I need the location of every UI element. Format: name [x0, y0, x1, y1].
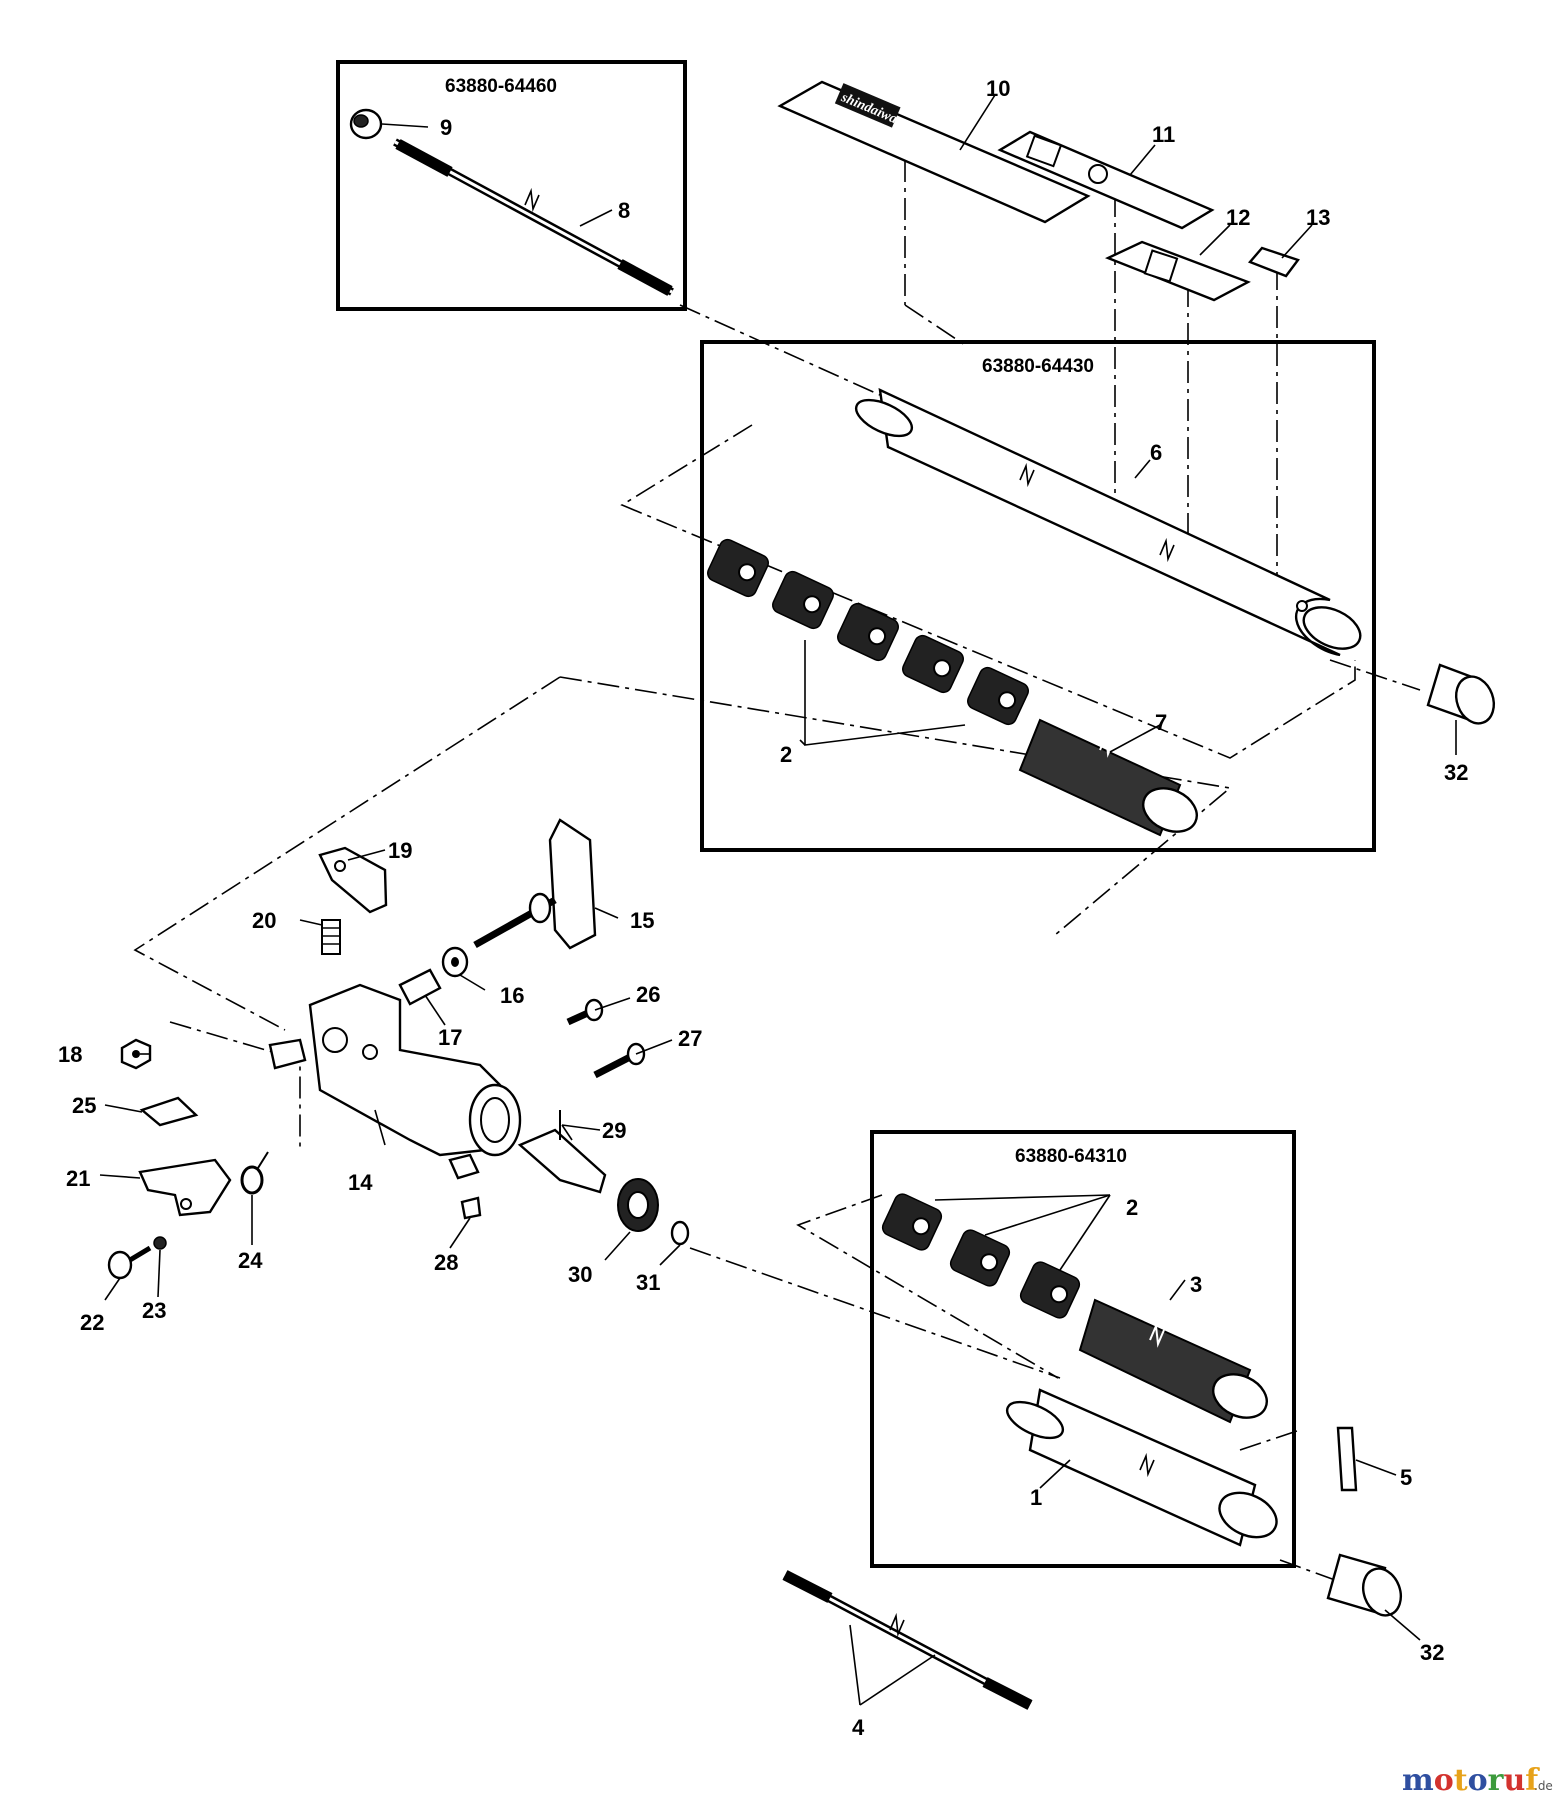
label-part-32-lower: 32 — [1420, 1640, 1444, 1665]
kit-box-top-left — [336, 60, 687, 311]
part-30-bearing — [617, 1178, 659, 1232]
part-17-pin — [398, 968, 442, 1006]
label-part-10: 10 — [986, 76, 1010, 101]
part-5-decal-strip — [1336, 1426, 1358, 1492]
part-7-liner-sleeve — [1018, 718, 1198, 837]
label-part-3: 3 — [1190, 1272, 1202, 1297]
part-13-decal — [1247, 246, 1300, 278]
part-6-outer-tube — [854, 387, 1362, 657]
label-part-20: 20 — [252, 908, 276, 933]
watermark-logo: motoruf .de — [1402, 1763, 1553, 1798]
part-18-nut — [120, 1038, 152, 1070]
label-part-4: 4 — [852, 1715, 865, 1740]
label-part-11: 11 — [1152, 122, 1175, 147]
label-part-8: 8 — [618, 198, 630, 223]
part-31-snap-ring — [670, 1220, 690, 1246]
label-part-27: 27 — [678, 1026, 702, 1051]
label-part-23: 23 — [142, 1298, 166, 1323]
part-23-nut — [153, 1236, 167, 1250]
label-part-15: 15 — [630, 908, 654, 933]
part-28-clip — [460, 1196, 482, 1220]
label-part-32-upper: 32 — [1444, 760, 1468, 785]
kit-number-bottom: 63880-64310 — [1015, 1146, 1127, 1167]
part-4-drive-shaft — [782, 1570, 1033, 1710]
label-part-28: 28 — [434, 1250, 458, 1275]
part-15-tightening-knob — [473, 818, 597, 950]
label-part-7: 7 — [1155, 710, 1167, 735]
label-part-14: 14 — [348, 1170, 373, 1195]
part-12-decal — [1104, 240, 1251, 302]
couplers-lower — [881, 1193, 1081, 1319]
label-part-5: 5 — [1400, 1465, 1412, 1490]
label-part-30: 30 — [568, 1262, 592, 1287]
part-21-bracket — [138, 1158, 232, 1217]
couplers-upper — [707, 538, 1029, 726]
part-32-end-cap-lower — [1326, 1553, 1403, 1617]
label-part-25: 25 — [72, 1093, 96, 1118]
label-part-2-lower: 2 — [1126, 1195, 1138, 1220]
label-part-18: 18 — [58, 1042, 82, 1067]
label-part-1: 1 — [1030, 1485, 1042, 1510]
label-part-9: 9 — [440, 115, 452, 140]
part-9-cap-nut — [349, 108, 383, 140]
label-part-29: 29 — [602, 1118, 626, 1143]
watermark-text: motoruf — [1402, 1763, 1540, 1798]
part-3-liner-sleeve — [1078, 1298, 1268, 1424]
label-part-17: 17 — [438, 1025, 462, 1050]
part-22-screw — [107, 1245, 152, 1280]
kit-number-middle: 63880-64430 — [982, 356, 1094, 377]
kit-number-top-left: 63880-64460 — [445, 76, 557, 97]
label-part-16: 16 — [500, 983, 524, 1008]
leader-lines — [99, 94, 1457, 1706]
watermark-suffix: .de — [1534, 1779, 1553, 1793]
part-labels: 1 2 2 3 4 5 6 7 8 9 10 11 12 13 14 15 16… — [58, 76, 1468, 1740]
label-part-12: 12 — [1226, 205, 1250, 230]
part-29-shaft — [517, 1110, 607, 1194]
label-part-31: 31 — [636, 1270, 660, 1295]
assembly-lines — [133, 160, 1421, 1581]
part-14-clamp-housing — [268, 983, 522, 1180]
label-part-21: 21 — [66, 1166, 90, 1191]
label-part-24: 24 — [238, 1248, 263, 1273]
label-part-22: 22 — [80, 1310, 104, 1335]
label-part-19: 19 — [388, 838, 412, 863]
label-part-13: 13 — [1306, 205, 1330, 230]
label-part-26: 26 — [636, 982, 660, 1007]
label-part-6: 6 — [1150, 440, 1162, 465]
part-24-spring-washer — [240, 1151, 269, 1195]
part-16-washer — [441, 946, 469, 978]
part-25-pad — [139, 1096, 199, 1127]
part-11-warning-decal — [997, 130, 1215, 230]
label-part-2-upper: 2 — [780, 742, 792, 767]
part-27-screw — [593, 1042, 646, 1079]
part-8-drive-rod — [393, 138, 674, 296]
part-10-brand-decal: shindaiwa — [777, 80, 1091, 224]
kit-box-middle — [700, 340, 1376, 852]
part-26-screw — [566, 998, 604, 1026]
part-20-spring — [321, 919, 341, 955]
part-19-lever-plate — [318, 846, 388, 914]
part-1-lower-tube — [1005, 1388, 1278, 1547]
kit-box-bottom — [870, 1130, 1296, 1568]
part-32-end-cap-upper — [1426, 663, 1496, 725]
